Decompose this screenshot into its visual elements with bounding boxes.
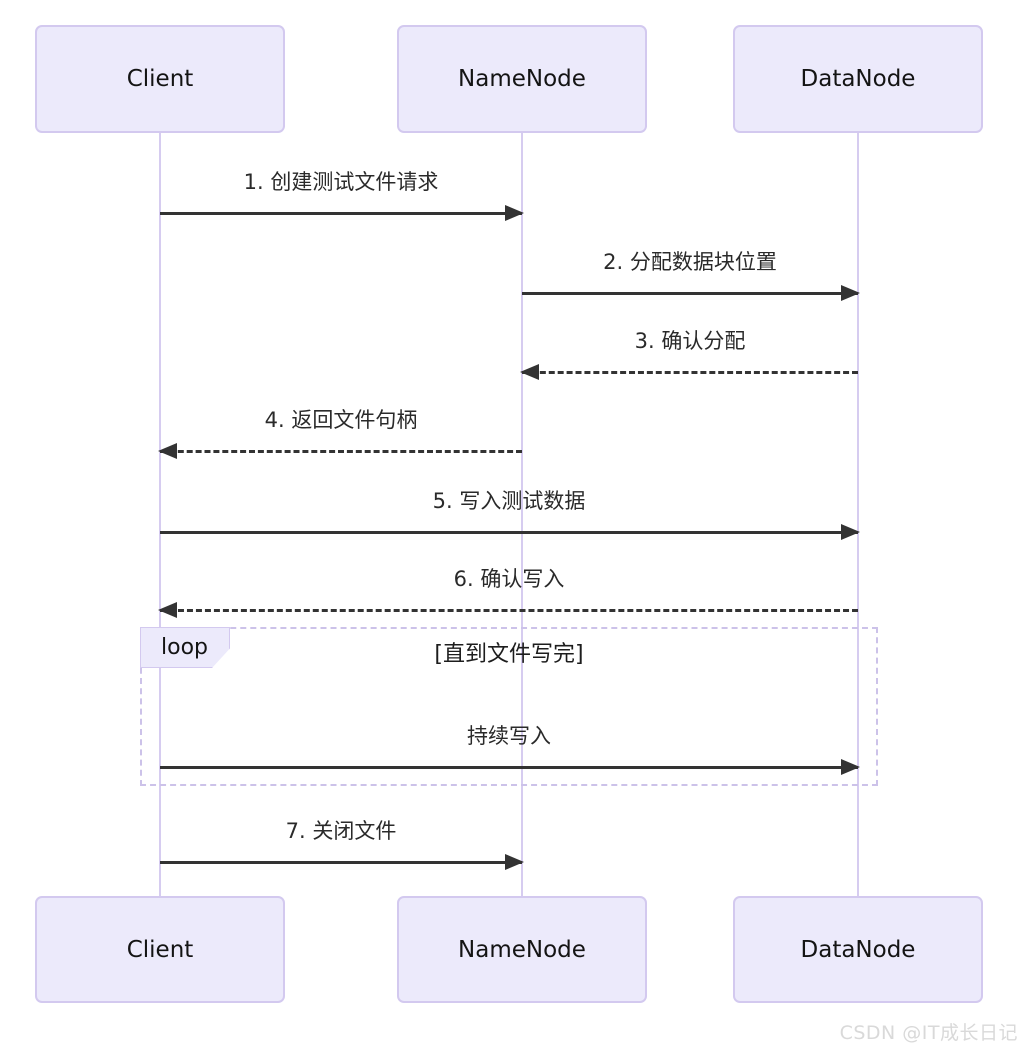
arrowhead-right-icon: [505, 205, 524, 221]
actor-label-datanode: DataNode: [800, 66, 916, 92]
message-5: 5. 写入测试数据: [160, 487, 860, 540]
message-7-arrow: [160, 854, 524, 870]
actor-box-datanode-bottom: DataNode: [733, 896, 983, 1003]
actor-label-client: Client: [126, 936, 194, 963]
actor-label-client: Client: [126, 66, 194, 92]
message-3: 3. 确认分配: [520, 327, 858, 380]
message-6-label: 6. 确认写入: [453, 567, 565, 591]
arrowhead-left-icon: [520, 364, 539, 380]
message-3-label: 3. 确认分配: [634, 329, 746, 353]
actor-label-namenode: NameNode: [458, 66, 586, 92]
message-5-arrow: [160, 524, 860, 540]
message-2-label: 2. 分配数据块位置: [603, 250, 777, 274]
message-7-label: 7. 关闭文件: [285, 819, 397, 843]
arrowhead-right-icon: [841, 524, 860, 540]
message-6: 6. 确认写入: [158, 565, 858, 618]
message-5-label: 5. 写入测试数据: [432, 489, 586, 513]
message-4-label: 4. 返回文件句柄: [264, 408, 418, 432]
arrowhead-left-icon: [158, 602, 177, 618]
actor-label-datanode: DataNode: [800, 936, 916, 963]
lifeline-datanode: [857, 133, 859, 896]
message-4: 4. 返回文件句柄: [158, 406, 522, 459]
message-2: 2. 分配数据块位置: [522, 248, 860, 301]
message-1-label: 1. 创建测试文件请求: [243, 170, 439, 194]
arrowhead-left-icon: [158, 443, 177, 459]
message-1-arrow: [160, 205, 524, 221]
loop-frame: loop [直到文件写完]: [140, 627, 878, 786]
actor-label-namenode: NameNode: [458, 936, 586, 963]
actor-box-client-top: Client: [35, 25, 285, 133]
message-loop-write-label: 持续写入: [467, 724, 551, 748]
arrowhead-right-icon: [841, 759, 860, 775]
arrowhead-right-icon: [841, 285, 860, 301]
actor-box-datanode-top: DataNode: [733, 25, 983, 133]
message-4-arrow: [158, 443, 522, 459]
message-1: 1. 创建测试文件请求: [160, 168, 524, 221]
loop-label: loop: [161, 635, 208, 660]
message-6-arrow: [158, 602, 858, 618]
lifeline-client: [159, 133, 161, 896]
message-loop-write-arrow: [160, 759, 860, 775]
actor-box-namenode-bottom: NameNode: [397, 896, 647, 1003]
actor-box-client-bottom: Client: [35, 896, 285, 1003]
loop-label-tab: loop: [140, 627, 230, 668]
message-7: 7. 关闭文件: [160, 817, 524, 870]
loop-condition: [直到文件写完]: [434, 642, 584, 667]
message-loop-write: 持续写入: [160, 722, 860, 775]
message-2-arrow: [522, 285, 860, 301]
actor-box-namenode-top: NameNode: [397, 25, 647, 133]
message-3-arrow: [520, 364, 858, 380]
watermark: CSDN @IT成长日记: [839, 1022, 1018, 1044]
arrowhead-right-icon: [505, 854, 524, 870]
lifeline-namenode: [521, 133, 523, 896]
